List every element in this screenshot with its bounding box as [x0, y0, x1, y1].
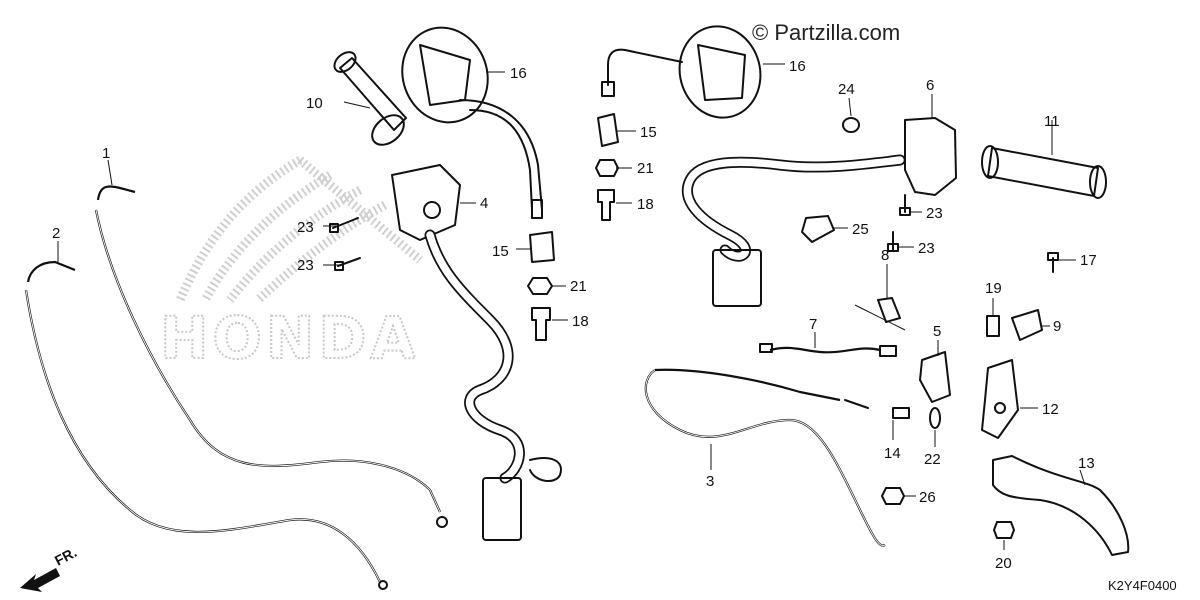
cover-5[interactable]: [919, 351, 951, 403]
callout-18-left[interactable]: 18: [572, 313, 589, 330]
callout-16-left[interactable]: 16: [510, 65, 527, 82]
callout-6[interactable]: 6: [926, 77, 934, 94]
callout-9[interactable]: 9: [1053, 318, 1061, 335]
callout-23-d[interactable]: 23: [918, 240, 935, 257]
callout-19[interactable]: 19: [985, 280, 1002, 297]
callout-13[interactable]: 13: [1078, 455, 1095, 472]
callout-26[interactable]: 26: [919, 489, 936, 506]
honda-wing-watermark: HONDA: [159, 156, 423, 373]
spring-22[interactable]: [929, 407, 941, 429]
right-mirror-16[interactable]: [601, 17, 771, 127]
stop-switch-wire-7[interactable]: [759, 343, 897, 357]
callout-23-b[interactable]: 23: [297, 257, 314, 274]
callout-5[interactable]: 5: [933, 323, 941, 340]
lever-holder-12[interactable]: [981, 359, 1019, 439]
adjuster-18-right[interactable]: [597, 189, 615, 221]
callout-7[interactable]: 7: [809, 316, 817, 333]
callout-17[interactable]: 17: [1080, 252, 1097, 269]
clutch-lever-13[interactable]: [992, 455, 1130, 556]
nut-26[interactable]: [881, 487, 905, 505]
bolt-23-b[interactable]: [334, 257, 361, 271]
boot-15-right[interactable]: [597, 113, 619, 147]
throttle-cable-2[interactable]: [24, 260, 388, 590]
callout-3[interactable]: 3: [706, 473, 714, 490]
left-mirror-16[interactable]: [389, 16, 543, 219]
front-arrow-icon: [20, 568, 60, 592]
leader-lines: [57, 63, 1086, 550]
callout-10[interactable]: 10: [306, 95, 323, 112]
bolt-14[interactable]: [892, 407, 910, 419]
callout-25[interactable]: 25: [852, 221, 869, 238]
callout-12[interactable]: 12: [1042, 401, 1059, 418]
screw-19[interactable]: [986, 315, 1000, 337]
callout-1[interactable]: 1: [102, 145, 110, 162]
callout-15-right[interactable]: 15: [640, 124, 657, 141]
front-label: FR.: [52, 544, 79, 569]
left-grip-10[interactable]: [331, 48, 410, 151]
nut-21-right[interactable]: [595, 159, 619, 177]
diagram-code: K2Y4F0400: [1108, 578, 1177, 593]
callout-11[interactable]: 11: [1044, 113, 1060, 130]
bolt-17[interactable]: [1047, 252, 1059, 273]
right-grip-11[interactable]: [981, 145, 1107, 199]
callout-2[interactable]: 2: [52, 225, 60, 242]
copyright-watermark: © Partzilla.com: [752, 20, 900, 45]
callout-18-right[interactable]: 18: [637, 196, 654, 213]
callout-14[interactable]: 14: [884, 445, 901, 462]
callout-23-c[interactable]: 23: [926, 205, 943, 222]
front-direction-indicator: FR.: [20, 544, 79, 592]
switch-8[interactable]: [854, 297, 906, 331]
nut-20[interactable]: [993, 521, 1015, 539]
nut-21-left[interactable]: [527, 277, 553, 295]
callout-23-a[interactable]: 23: [297, 219, 314, 236]
clip-24[interactable]: [842, 117, 860, 133]
left-switch-assembly-4[interactable]: [391, 164, 562, 541]
callout-21-left[interactable]: 21: [570, 278, 587, 295]
bolt-23-a[interactable]: [329, 217, 359, 233]
throttle-cable-1[interactable]: [94, 185, 448, 528]
honda-brand-watermark: HONDA: [160, 304, 419, 372]
callout-20[interactable]: 20: [995, 555, 1012, 572]
callout-21-right[interactable]: 21: [637, 160, 654, 177]
callout-4[interactable]: 4: [480, 195, 488, 212]
callout-labels: 1 2 3 4 5 6 7 8 9 10 11 12 13 14 15 15 1…: [52, 58, 1097, 572]
boot-15-left[interactable]: [529, 231, 555, 263]
right-switch-assembly-6[interactable]: [681, 117, 957, 307]
callout-22[interactable]: 22: [924, 451, 941, 468]
callout-16-right[interactable]: 16: [789, 58, 806, 75]
clutch-cable-3[interactable]: [644, 368, 886, 547]
adjuster-18-left[interactable]: [531, 307, 551, 341]
callout-8[interactable]: 8: [881, 247, 889, 264]
callout-15-left[interactable]: 15: [492, 243, 509, 260]
callout-24[interactable]: 24: [838, 81, 855, 98]
bolt-23-d[interactable]: [887, 231, 899, 252]
holder-9[interactable]: [1011, 309, 1043, 341]
bolt-23-c[interactable]: [899, 194, 911, 216]
clamp-25[interactable]: [801, 215, 835, 243]
